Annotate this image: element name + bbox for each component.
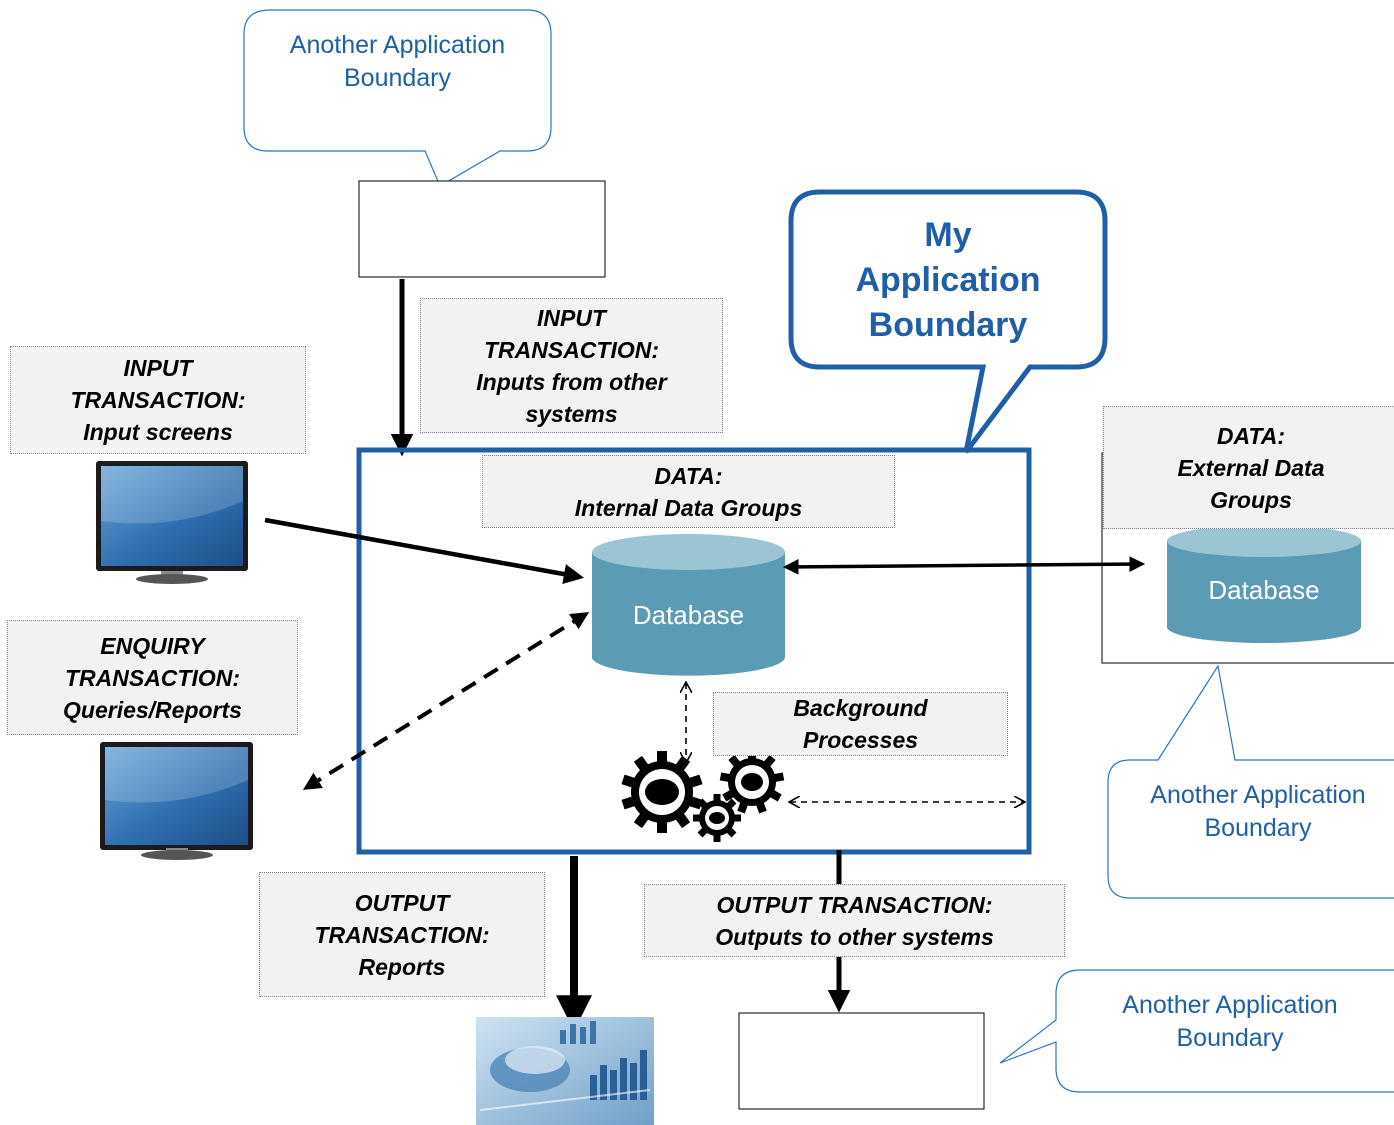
callout-top-text: Another Application Boundary [289,31,506,92]
callout-bottom-shape [999,969,1394,1093]
callout-my-application-text: My Application Boundary [855,215,1041,344]
arrow-enquiry [302,612,590,790]
arrow-input-screens [264,517,584,585]
external-system-bottom [738,1012,985,1110]
label-internal-data: DATA: Internal Data Groups [482,455,895,528]
gears-icon [621,750,785,842]
label-input-screens: INPUT TRANSACTION: Input screens [10,346,306,454]
label-output-other-systems: OUTPUT TRANSACTION: Outputs to other sys… [644,884,1065,957]
label-enquiry: ENQUIRY TRANSACTION: Queries/Reports [7,620,298,735]
callout-top-shape [243,9,552,187]
callout-bottom-text: Another Application Boundary [1122,991,1338,1052]
database-icon [592,534,785,676]
label-input-other-systems: INPUT TRANSACTION: Inputs from other sys… [420,298,723,433]
monitor-icon [96,461,248,584]
callout-right-text: Another Application Boundary [1150,781,1366,842]
label-output-reports: OUTPUT TRANSACTION: Reports [259,872,545,997]
callout-my-application-shape [788,189,1108,454]
database-icon [1167,525,1361,643]
external-database-label: Database [1208,574,1320,605]
label-external-data: DATA: External Data Groups [1103,406,1394,529]
label-background-processes: Background Processes [713,692,1008,756]
external-system-top [358,180,606,278]
monitor-icon [100,742,253,860]
internal-database-label: Database [632,599,745,630]
callout-right-shape [1107,664,1394,899]
arrow-external-data [782,556,1146,575]
report-image-icon [476,1017,654,1125]
